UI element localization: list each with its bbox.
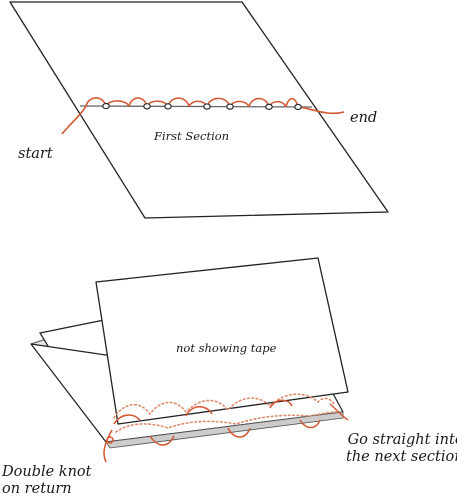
sewing-hole: [265, 103, 273, 111]
visible-stitch: [185, 406, 213, 417]
sections-stack-group: [30, 257, 349, 463]
fold-line: [79, 105, 313, 108]
not-showing-tape-label: not showing tape: [176, 341, 277, 355]
visible-stitch: [113, 414, 141, 425]
lower-stitches: [113, 393, 337, 446]
sewing-hole: [294, 103, 302, 111]
first-section-group: [9, 1, 389, 219]
second-section-page: [95, 257, 349, 425]
continuing-thread: [329, 403, 349, 421]
sewing-hole: [164, 103, 172, 110]
sewing-holes: [102, 102, 302, 111]
visible-stitch: [227, 427, 251, 438]
hidden-stitch: [115, 411, 337, 433]
sewing-hole: [143, 103, 151, 110]
start-thread: [61, 105, 87, 135]
double-knot-label: Double knot on return: [2, 464, 92, 497]
first-section-sheet: [9, 1, 389, 219]
go-straight-label: Go straight into the next section: [346, 432, 457, 465]
sewing-hole: [102, 102, 110, 110]
visible-stitch: [149, 435, 175, 446]
hidden-stitch: [113, 393, 335, 419]
section-stack-edge: [105, 411, 344, 449]
sewing-hole: [203, 103, 211, 110]
go-straight-line-1: Go straight into: [347, 432, 457, 448]
end-thread: [299, 106, 345, 115]
first-section-label: First Section: [154, 129, 230, 143]
visible-stitch: [299, 419, 321, 429]
double-knot-line-2: on return: [2, 480, 72, 497]
start-label: start: [18, 146, 53, 162]
double-knot-line-1: Double knot: [2, 464, 92, 480]
visible-stitch: [269, 399, 293, 409]
go-straight-line-2: the next section: [346, 448, 457, 465]
double-knot: [106, 436, 114, 444]
end-label: end: [350, 110, 378, 126]
sewing-hole: [226, 103, 234, 110]
return-thread: [103, 429, 113, 463]
